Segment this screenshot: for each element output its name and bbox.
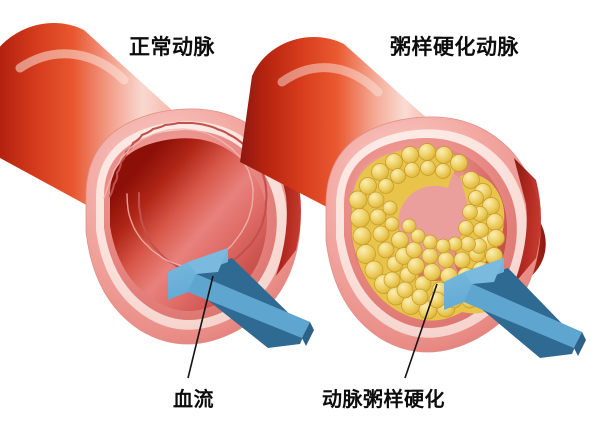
atherosclerotic-artery-title: 粥样硬化动脉	[390, 35, 519, 59]
atherosclerosis-leader-line	[404, 283, 438, 379]
normal-artery-title: 正常动脉	[129, 35, 215, 59]
artery-cut-face-right	[514, 158, 541, 284]
blood-flow-arrow	[168, 248, 314, 348]
blood-flow-leader-line	[187, 275, 214, 379]
atherosclerosis-caption: 动脉粥样硬化	[322, 389, 445, 411]
blood-flow-caption: 血流	[173, 389, 214, 411]
plaque-pointer-arrow	[444, 258, 586, 358]
